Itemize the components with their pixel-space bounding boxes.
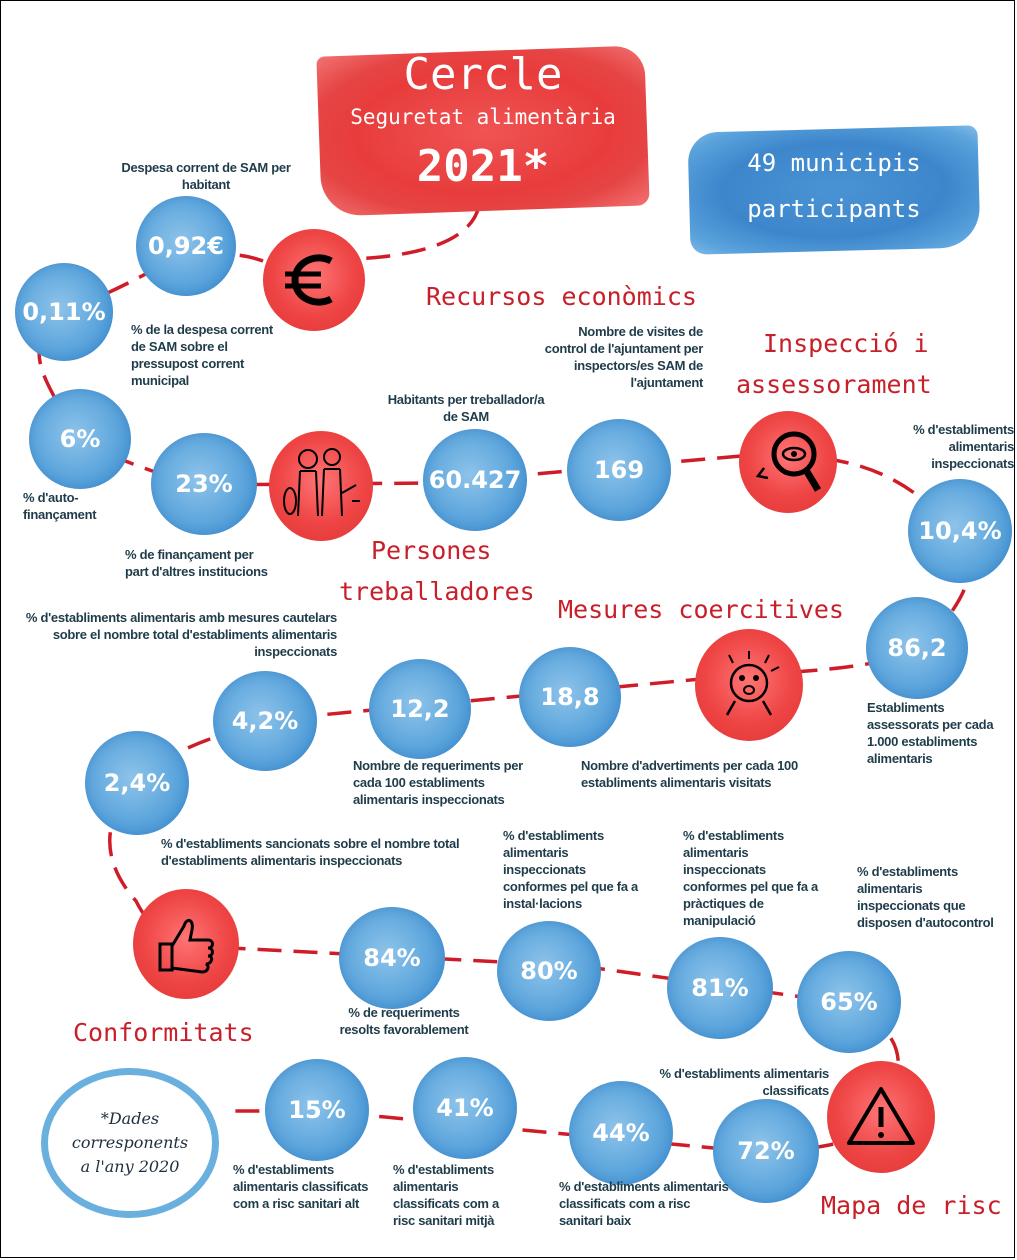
label-altres: % de finançament per part d'altres insti… [125, 547, 268, 579]
category-mapa: Mapa de risc [821, 1191, 1002, 1220]
bubble-altres: 23% [151, 433, 257, 535]
label-habitants: Habitants per treballador/a de SAM [387, 392, 545, 424]
stressed-face-icon [695, 629, 803, 741]
bubble-despesa-hab: 0,92€ [136, 196, 236, 296]
label-req-resolts: % de requeriments resolts favorablement [339, 1005, 469, 1037]
bubble-risc-mitja: 41% [413, 1057, 517, 1159]
bubble-despesa-pct: 0,11% [15, 263, 113, 361]
magnifier-eye-icon [739, 411, 837, 513]
bubble-assessorats: 86,2 [866, 597, 968, 699]
category-inspeccio-1: Inspecció i [763, 329, 929, 358]
bubble-sancionats: 2,4% [85, 731, 189, 835]
bubble-risc-baix: 44% [569, 1081, 673, 1185]
category-persones-1: Persones [371, 536, 492, 565]
bubble-autocontrol: 65% [797, 951, 901, 1053]
euro-icon [263, 229, 365, 331]
bubble-requeriments: 12,2 [369, 659, 471, 759]
people-fish-icon [269, 431, 373, 541]
footnote-line1: *Dades [100, 1109, 160, 1128]
bubble-cautelars: 4,2% [213, 671, 317, 771]
bubble-inspeccionats: 10,4% [908, 479, 1012, 583]
label-sancionats: % d'establiments sancionats sobre el nom… [161, 836, 460, 868]
label-assessorats: Establiments assessorats per cada 1.000 … [867, 700, 994, 766]
label-risc-alt: % d'establiments alimentaris classificat… [233, 1162, 369, 1211]
label-conf-manip: % d'establiments alimentaris inspecciona… [683, 828, 818, 928]
bubble-advertiments: 18,8 [519, 647, 621, 747]
category-inspeccio-2: assessorament [736, 370, 932, 399]
bubble-conf-instal: 80% [497, 921, 601, 1021]
label-autocontrol: % d'establiments alimentaris inspecciona… [857, 864, 994, 930]
label-autofin: % d'auto-finançament [23, 490, 97, 522]
category-mesures: Mesures coercitives [558, 595, 844, 624]
category-recursos: Recursos econòmics [426, 282, 697, 311]
label-conf-instal: % d'establiments alimentaris inspecciona… [503, 828, 638, 911]
label-despesa-pct: % de la despesa corrent de SAM sobre el … [131, 322, 273, 388]
label-classificats: % d'establiments alimentaris classificat… [659, 1066, 829, 1098]
label-risc-baix: % d'establiments alimentaris classificat… [559, 1179, 729, 1228]
footnote-ring: *Dades corresponents a l'any 2020 [41, 1068, 219, 1218]
label-cautelars: % d'establiments alimentaris amb mesures… [25, 610, 337, 659]
label-despesa-hab: Despesa corrent de SAM per habitant [121, 160, 291, 192]
category-conformitats: Conformitats [73, 1018, 254, 1047]
footnote-line2: corresponents [71, 1133, 189, 1152]
bubble-classificats: 72% [713, 1099, 819, 1203]
bubble-conf-manip: 81% [667, 937, 773, 1039]
bubble-req-resolts: 84% [339, 907, 445, 1009]
category-persones-2: treballadores [339, 577, 535, 606]
bubble-autofin: 6% [29, 389, 131, 489]
municipis-brush [687, 125, 981, 255]
bubble-habitants: 60.427 [423, 429, 527, 531]
label-visites: Nombre de visites de control de l'ajunta… [544, 324, 704, 390]
municipis-count: 49 municipis [747, 149, 921, 177]
thumbs-up-icon [133, 889, 239, 999]
bubble-risc-alt: 15% [265, 1059, 369, 1161]
footnote-line3: a l'any 2020 [80, 1157, 180, 1176]
title-year: 2021* [416, 141, 550, 192]
label-requeriments: Nombre de requeriments per cada 100 esta… [353, 758, 523, 807]
title-subtitle: Seguretat alimentària [350, 105, 616, 129]
title-main: Cercle [403, 49, 563, 100]
path-segment [352, 205, 481, 261]
warning-icon [827, 1061, 935, 1173]
label-risc-mitja: % d'establiments alimentaris classificat… [393, 1162, 499, 1228]
label-advertiments: Nombre d'advertiments per cada 100 estab… [581, 758, 798, 790]
municipis-label: participants [747, 195, 921, 223]
bubble-visites: 169 [567, 419, 671, 521]
label-inspeccionats: % d'establiments alimentaris inspecciona… [913, 422, 1014, 471]
